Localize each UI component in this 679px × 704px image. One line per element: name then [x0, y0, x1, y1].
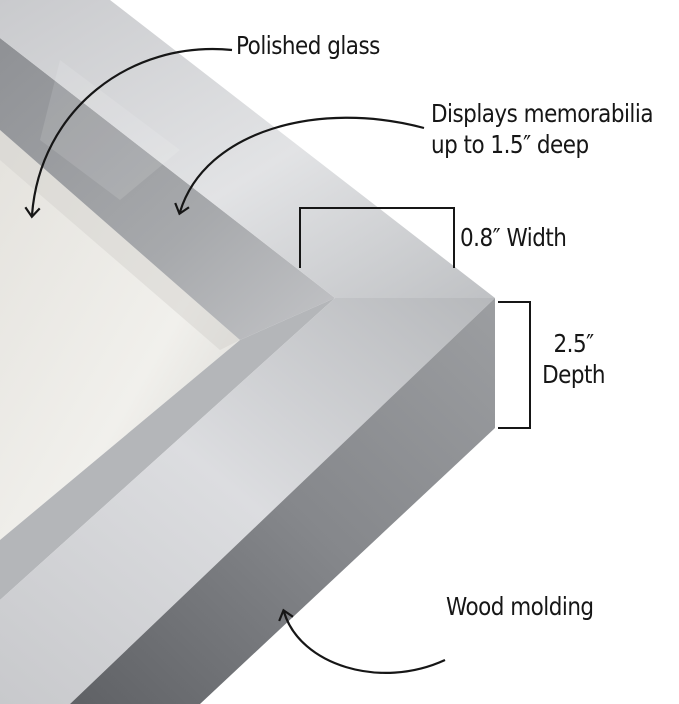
polished-glass-label: Polished glass	[236, 30, 380, 61]
width-text: 0.8″ Width	[460, 223, 567, 252]
wood-molding-label: Wood molding	[446, 591, 594, 622]
displays-memorabilia-label: Displays memorabilia up to 1.5″ deep	[431, 98, 654, 160]
polished-glass-arrow	[24, 47, 233, 219]
depth-word-text: Depth	[542, 360, 606, 389]
frame-inner-wall-top	[0, 38, 335, 340]
wood-molding-text: Wood molding	[446, 592, 594, 621]
depth-label: 2.5″ Depth	[542, 328, 605, 390]
frame-front-face	[0, 298, 495, 704]
width-label: 0.8″ Width	[460, 222, 567, 253]
wood-molding-arrow	[278, 608, 446, 674]
glass-reflection	[40, 60, 180, 200]
depth-bracket	[498, 301, 531, 429]
depth-value-text: 2.5″	[553, 329, 594, 358]
frame-side-face	[70, 298, 495, 704]
mat-shadow	[0, 130, 240, 350]
displays-memorabilia-arrow	[174, 116, 425, 216]
displays-memorabilia-line-1: Displays memorabilia	[431, 99, 654, 128]
frame-top-face	[0, 0, 495, 298]
mat-board	[0, 130, 240, 540]
width-bracket	[299, 207, 455, 268]
displays-memorabilia-line-2: up to 1.5″ deep	[431, 130, 589, 159]
polished-glass-text: Polished glass	[236, 31, 380, 60]
